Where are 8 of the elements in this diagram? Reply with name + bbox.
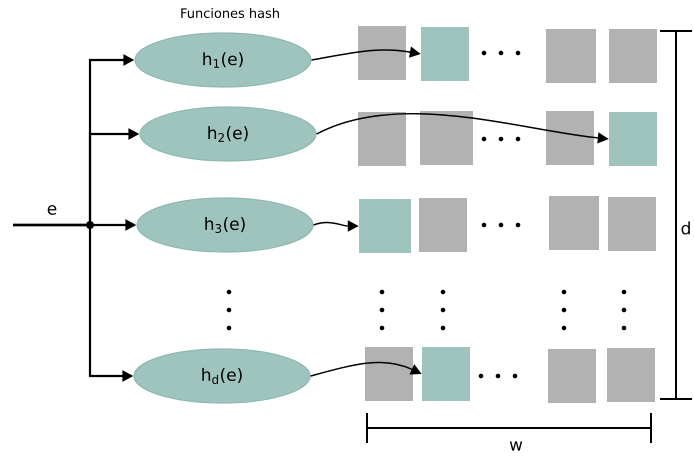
heading: Funciones hash: [181, 8, 279, 18]
edge-label: e: [48, 205, 56, 215]
dimension-label: d: [682, 221, 690, 235]
highlighted-cell: [422, 347, 470, 401]
dimension-label: w: [510, 441, 522, 451]
highlighted-cell: [609, 112, 657, 166]
highlighted-cell: [359, 199, 411, 253]
highlighted-cell: [421, 27, 469, 81]
